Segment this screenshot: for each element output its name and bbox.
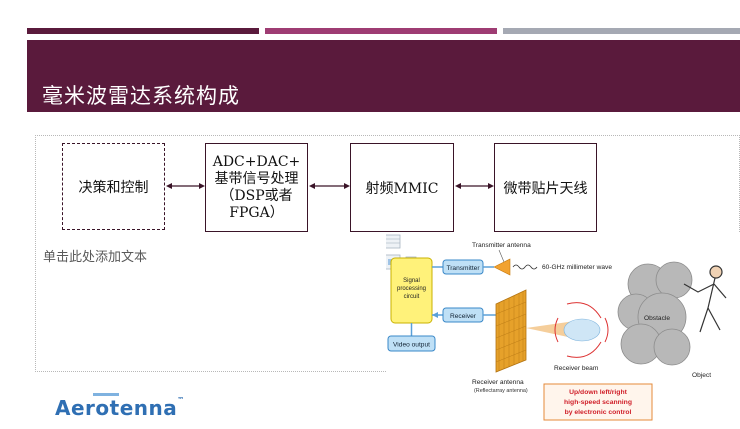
- spc-label-3: circuit: [404, 294, 420, 300]
- microstrip-antenna-label: 微带贴片天线: [503, 180, 588, 197]
- placeholder-text[interactable]: 单击此处添加文本: [43, 250, 148, 265]
- obstacle-label: Obstacle: [644, 315, 670, 322]
- adc-label-line4: FPGA）: [229, 204, 284, 221]
- top-bar-1: [27, 28, 259, 34]
- transmitter-label: Transmitter: [446, 265, 480, 272]
- receiver-label: Receiver: [450, 313, 477, 320]
- title-band: [27, 40, 740, 112]
- arrow-rf-antenna: [455, 183, 494, 189]
- scan-label-2: high-speed scanning: [564, 399, 632, 406]
- arrow-decision-adc: [166, 183, 205, 189]
- adc-label-line2: 基带信号处理: [214, 170, 299, 187]
- radar-system-illustration: Transmitter antenna Signal processing ci…: [386, 232, 740, 429]
- transmitter-antenna-label: Transmitter antenna: [472, 242, 531, 249]
- adc-dac-baseband-block[interactable]: ADC+DAC+ 基带信号处理 （DSP或者 FPGA）: [205, 143, 308, 232]
- receiver-beam-label: Receiver beam: [554, 365, 599, 372]
- spc-label-1: Signal: [403, 278, 420, 284]
- decision-control-label: 决策和控制: [78, 179, 149, 196]
- top-bar-2: [265, 28, 497, 34]
- microstrip-antenna-block[interactable]: 微带贴片天线: [494, 143, 597, 232]
- adc-label-line3: （DSP或者: [220, 187, 293, 204]
- rf-mmic-block[interactable]: 射频MMIC: [350, 143, 454, 232]
- arrow-adc-rf: [309, 183, 350, 189]
- reflectarray-label: (Reflectarray antenna): [474, 388, 528, 394]
- spc-label-2: processing: [397, 286, 426, 292]
- rf-mmic-label: 射频MMIC: [365, 180, 439, 197]
- aerotenna-logo: Aerotenna™: [55, 393, 185, 420]
- wave-label: 60-GHz millimeter wave: [542, 264, 612, 271]
- slide-title[interactable]: 毫米波雷达系统构成: [42, 84, 240, 108]
- adc-label-line1: ADC+DAC+: [212, 153, 301, 170]
- receiver-antenna-label: Receiver antenna: [472, 379, 524, 386]
- object-label: Object: [692, 372, 711, 379]
- decision-control-block[interactable]: 决策和控制: [62, 143, 165, 230]
- scan-label-3: by electronic control: [565, 409, 632, 416]
- scan-label-1: Up/down left/right: [569, 389, 628, 396]
- person-figure: [683, 265, 727, 333]
- logo-text: Aerotenna: [55, 396, 178, 420]
- video-output-label: Video output: [393, 342, 430, 349]
- logo-trademark: ™: [177, 396, 185, 404]
- top-bar-3: [503, 28, 740, 34]
- logo-swoosh-icon: [93, 393, 119, 396]
